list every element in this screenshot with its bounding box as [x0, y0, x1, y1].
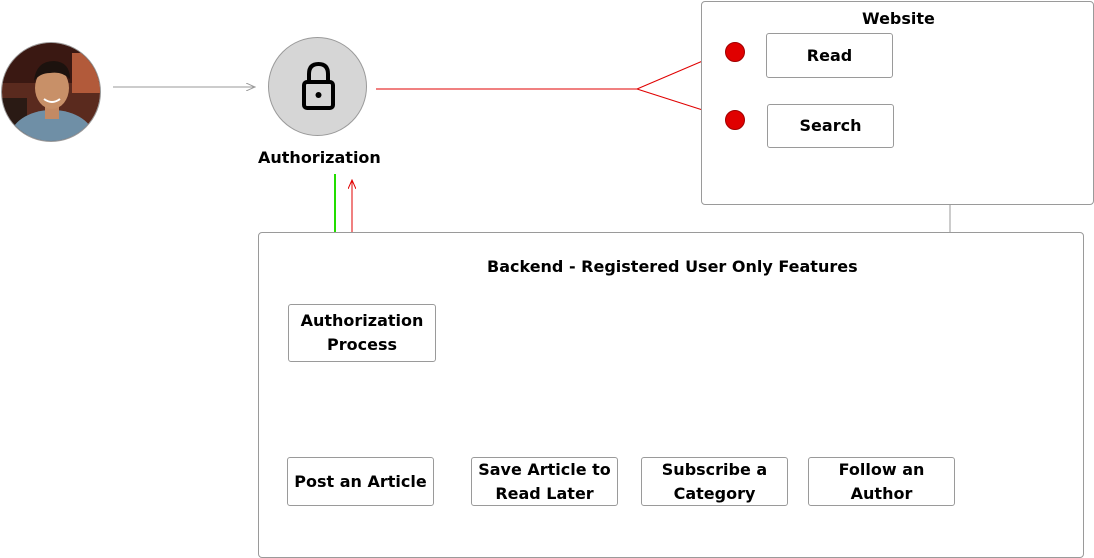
read-node: Read [766, 33, 893, 78]
subscribe-label-line1: Subscribe a [661, 459, 768, 479]
search-label: Search [799, 116, 862, 135]
save-article-node: Save Article to Read Later [471, 457, 618, 506]
follow-label-line1: Follow an [838, 459, 925, 479]
read-indicator-dot [725, 42, 745, 62]
save-article-label-line2: Read Later [495, 483, 594, 503]
follow-author-node: Follow an Author [808, 457, 955, 506]
process-label-line2: Process [327, 335, 397, 354]
authorization-process-node: Authorization Process [288, 304, 436, 362]
backend-title: Backend - Registered User Only Features [487, 257, 858, 276]
branch-to-read-arrow [636, 57, 712, 90]
authorization-lock-node [268, 37, 367, 136]
website-group [701, 1, 1094, 205]
lock-icon [302, 61, 335, 110]
save-article-label-line1: Save Article to [478, 459, 611, 479]
user-avatar [1, 42, 101, 142]
read-label: Read [806, 45, 853, 65]
website-title: Website [862, 9, 935, 28]
follow-label-line2: Author [850, 483, 913, 503]
subscribe-category-node: Subscribe a Category [641, 457, 788, 506]
authorization-label: Authorization [258, 148, 381, 167]
search-indicator-dot [725, 110, 745, 130]
backend-group [258, 232, 1084, 558]
branch-to-search-arrow [636, 88, 712, 113]
process-label-line1: Authorization [300, 311, 424, 330]
post-article-label: Post an Article [294, 471, 427, 491]
post-article-node: Post an Article [287, 457, 434, 506]
subscribe-label-line2: Category [673, 483, 756, 503]
search-node: Search [767, 104, 894, 148]
